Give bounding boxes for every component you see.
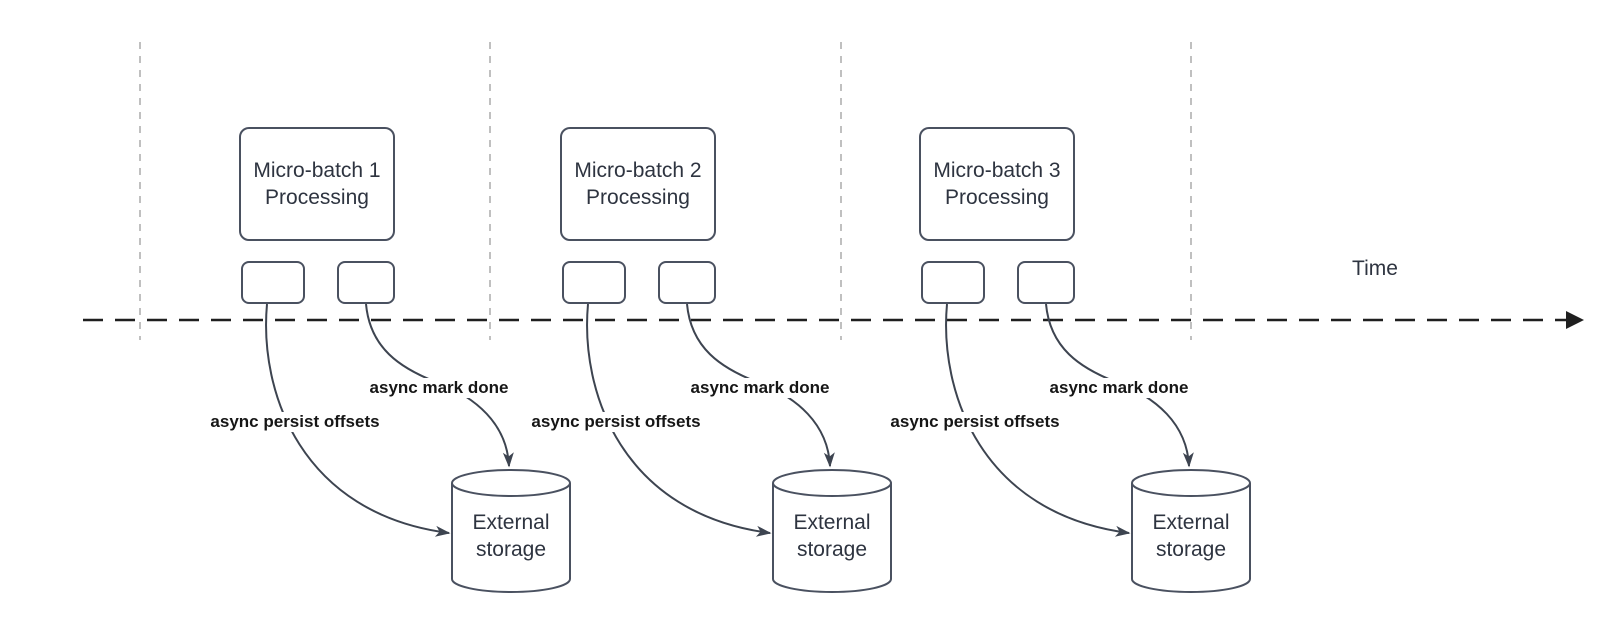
micro-batch-flow-graphics (265, 303, 571, 593)
async-mark-done-label: async mark done (366, 378, 512, 398)
async-persist-arrow (945, 303, 1131, 537)
external-storage-cylinder (1131, 469, 1251, 593)
time-axis-arrowhead-icon (1566, 311, 1584, 329)
micro-batch-flow-graphics (945, 303, 1251, 593)
async-task-box-left (562, 261, 626, 304)
micro-batch-title: Micro-batch 3 Processing (933, 159, 1061, 209)
async-persist-arrow (586, 303, 772, 537)
micro-batch-title: Micro-batch 1 Processing (253, 159, 381, 209)
micro-batch-flow-graphics (586, 303, 892, 593)
micro-batch-processing-box: Micro-batch 1 Processing (239, 127, 395, 241)
micro-batch-processing-box: Micro-batch 3 Processing (919, 127, 1075, 241)
async-task-box-left (921, 261, 985, 304)
async-persist-offsets-label: async persist offsets (207, 412, 383, 432)
micro-batch-processing-box: Micro-batch 2 Processing (560, 127, 716, 241)
async-persist-offsets-label: async persist offsets (887, 412, 1063, 432)
external-storage-label: External storage (472, 511, 550, 561)
async-task-box-right (658, 261, 716, 304)
async-persist-offsets-label: async persist offsets (528, 412, 704, 432)
external-storage-cylinder (451, 469, 571, 593)
async-mark-done-label: async mark done (1046, 378, 1192, 398)
micro-batch-title: Micro-batch 2 Processing (574, 159, 702, 209)
async-task-box-left (241, 261, 305, 304)
external-storage-cylinder (772, 469, 892, 593)
async-persist-arrow (265, 303, 451, 537)
external-storage-label: External storage (1152, 511, 1230, 561)
async-task-box-right (337, 261, 395, 304)
time-axis-label: Time (1352, 257, 1398, 280)
async-mark-done-label: async mark done (687, 378, 833, 398)
external-storage-label: External storage (793, 511, 871, 561)
async-task-box-right (1017, 261, 1075, 304)
